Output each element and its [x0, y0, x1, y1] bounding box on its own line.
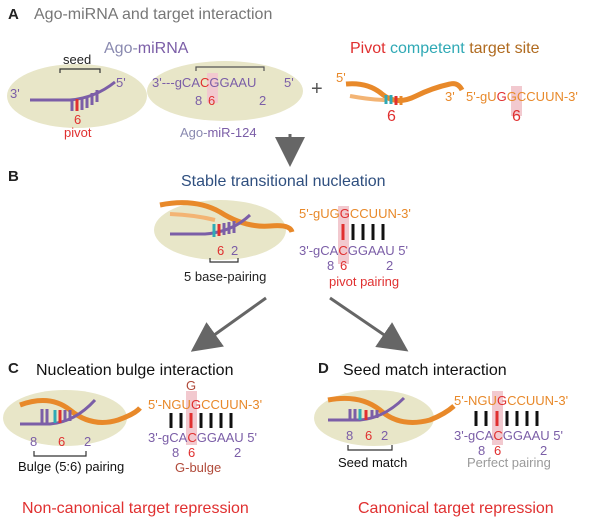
- b-pos-2: 2: [386, 258, 393, 273]
- perfect-pairing-label: Perfect pairing: [467, 455, 551, 470]
- c-pos-6: 6: [188, 445, 195, 460]
- schematic-d-8: 8: [346, 428, 353, 443]
- schematic-b-6: 6: [217, 243, 224, 258]
- schematic-d-2: 2: [381, 428, 388, 443]
- panel-b-title: Stable transitional nucleation: [181, 173, 386, 190]
- d-pos-8: 8: [478, 443, 485, 458]
- canonical-repression-label: Canonical target repression: [358, 500, 554, 517]
- schematic-c-6: 6: [58, 434, 65, 449]
- g-bulge-label: G-bulge: [175, 460, 221, 475]
- mir124-5prime: 5': [284, 75, 294, 90]
- panel-d-letter: D: [318, 360, 329, 377]
- schematic-b-2: 2: [231, 243, 238, 258]
- arrow-b-to-d: [329, 296, 409, 352]
- c-pos-2: 2: [234, 445, 241, 460]
- mirna-5prime-end: 5': [116, 75, 126, 90]
- target-mrna-ribbon: [345, 81, 465, 105]
- plus-sign: +: [311, 78, 323, 100]
- ago-mirna-label: Ago-miRNA: [104, 40, 189, 57]
- mir124-sequence-group: 3'---gCACGGAAU 5' 8 6 2: [147, 61, 303, 121]
- target-seq-pos-6: 6: [512, 108, 521, 125]
- target-3prime: 3': [445, 89, 455, 104]
- target-sequence-c: 5'-NGUGCCUUN-3': [148, 397, 262, 412]
- mir124-sequence: 3'---gCACGGAAU: [152, 75, 256, 90]
- mir124-pos-8: 8: [195, 93, 202, 108]
- pivot-pairing-label: pivot pairing: [329, 274, 399, 289]
- arrow-b-to-c: [190, 296, 267, 352]
- mir124-pos-6: 6: [208, 93, 215, 108]
- mirna-3prime-end: 3': [10, 86, 20, 101]
- base-pairing-label: 5 base-pairing: [184, 269, 266, 284]
- mirna-sequence-b: 3'-gCACGGAAU 5': [299, 243, 408, 258]
- target-site-title: Pivot competent target site: [350, 40, 540, 57]
- panel-a-letter: A: [8, 6, 19, 23]
- b-pos-8: 8: [327, 258, 334, 273]
- mirna-sequence-c: 3'-gCACGGAAU 5': [148, 430, 257, 445]
- panel-c-title: Nucleation bulge interaction: [36, 362, 233, 379]
- target-sequence: 5'-gUGGCCUUN-3': [466, 89, 578, 104]
- pairing-bars-d: [474, 411, 539, 426]
- ago-complex-schematic-d: [314, 390, 456, 451]
- pairing-bars-c: [169, 413, 233, 428]
- seed-match-label: Seed match: [338, 455, 407, 470]
- mirna-sequence-d: 3'-gCACGGAAU 5': [454, 428, 563, 443]
- panel-c-letter: C: [8, 360, 19, 377]
- pivot-number: 6: [74, 112, 81, 127]
- c-pos-8: 8: [172, 445, 179, 460]
- schematic-d-6: 6: [365, 428, 372, 443]
- bulge-pairing-label: Bulge (5:6) pairing: [18, 459, 124, 474]
- non-canonical-repression-label: Non-canonical target repression: [22, 500, 249, 517]
- panel-b-letter: B: [8, 168, 19, 185]
- target-sequence-b: 5'-gUGGCCUUN-3': [299, 206, 411, 221]
- ago-complex-schematic-b: [154, 200, 295, 263]
- target-pivot-number: 6: [387, 108, 396, 125]
- pivot-label: pivot: [64, 125, 92, 140]
- b-pos-6: 6: [340, 258, 347, 273]
- target-pivot-highlight: [511, 86, 522, 116]
- seed-label: seed: [63, 52, 91, 67]
- pairing-bars-b: [341, 224, 385, 240]
- panel-d-title: Seed match interaction: [343, 362, 507, 379]
- schematic-c-2: 2: [84, 434, 91, 449]
- ago-complex-schematic-c: [3, 390, 142, 457]
- target-5prime: 5': [336, 70, 346, 85]
- d-pos-6: 6: [494, 443, 501, 458]
- schematic-c-8: 8: [30, 434, 37, 449]
- target-sequence-d: 5'-NGUGCCUUN-3': [454, 393, 568, 408]
- mir124-name: Ago-miR-124: [180, 125, 257, 140]
- ago-complex-schematic-a: [7, 64, 147, 128]
- panel-a-title: Ago-miRNA and target interaction: [34, 6, 272, 23]
- bulge-g: G: [186, 378, 196, 393]
- d-pos-2: 2: [540, 443, 547, 458]
- mir124-pos-2: 2: [259, 93, 266, 108]
